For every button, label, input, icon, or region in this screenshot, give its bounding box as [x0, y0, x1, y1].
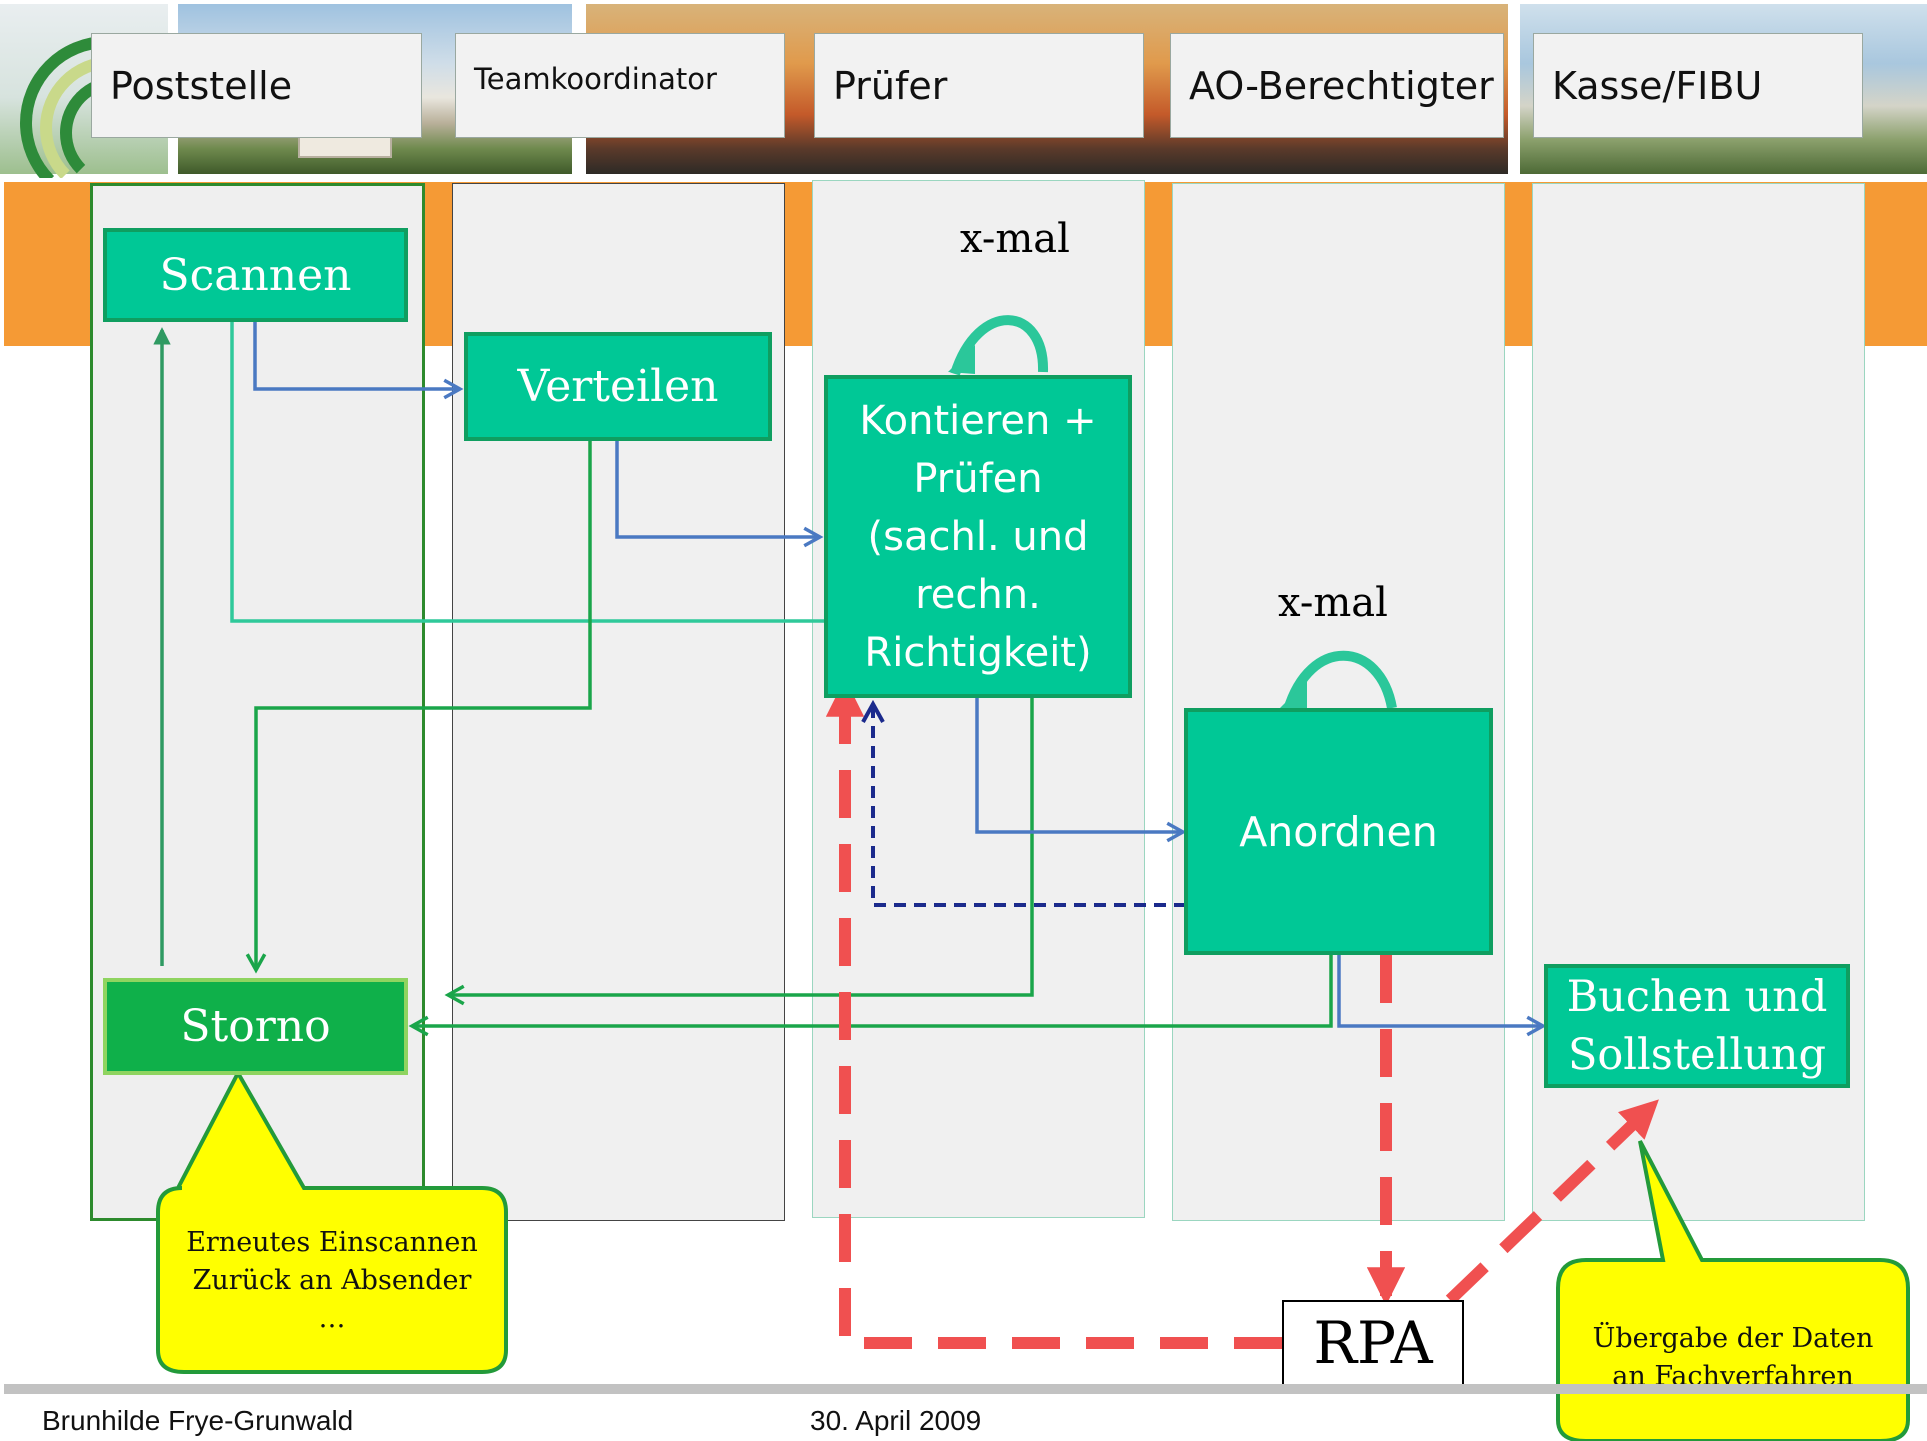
- flow-anordnen-kontieren-return: [873, 704, 1186, 907]
- flow-scannen-kontieren: [230, 322, 826, 623]
- footer-date: 30. April 2009: [810, 1405, 982, 1436]
- flow-kontieren-anordnen: [975, 698, 1183, 832]
- footer-divider: [4, 1384, 1927, 1394]
- callout-buchen-balloon: [1556, 1140, 1910, 1441]
- callout-storno-text: Erneutes Einscannen Zurück an Absender …: [186, 1227, 478, 1334]
- flow-verteilen-storno: [256, 441, 592, 970]
- box-anordnen: Anordnen: [1184, 708, 1493, 955]
- box-storno: Storno: [103, 978, 408, 1075]
- callout-buchen-text: Übergabe der Daten an Fachverfahren: [1592, 1323, 1874, 1392]
- role-teamkoordinator: Teamkoordinator: [455, 33, 785, 138]
- flow-anordnen-storno: [412, 955, 1333, 1026]
- flow-anordnen-buchen: [1337, 955, 1543, 1026]
- flow-kontieren-storno: [448, 698, 1034, 995]
- box-kontieren-pruefen: Kontieren + Prüfen (sachl. und rechn. Ri…: [824, 375, 1132, 698]
- role-pruefer: Prüfer: [814, 33, 1144, 138]
- footer-author: Brunhilde Frye-Grunwald: [42, 1405, 354, 1436]
- header-banner: Poststelle Teamkoordinator Prüfer AO-Ber…: [0, 0, 1927, 178]
- flow-scannen-verteilen: [253, 322, 460, 389]
- role-poststelle: Poststelle: [91, 33, 422, 138]
- loop-arrow-pruefer-head-icon: [948, 345, 975, 374]
- box-verteilen: Verteilen: [464, 332, 772, 441]
- role-ao-berechtigter: AO-Berechtigter: [1170, 33, 1504, 138]
- loop-label-ao: x-mal: [1278, 580, 1388, 626]
- callout-storno-balloon: [156, 1068, 508, 1374]
- box-rpa: RPA: [1282, 1300, 1464, 1386]
- box-scannen: Scannen: [103, 228, 408, 322]
- role-kasse-fibu: Kasse/FIBU: [1533, 33, 1863, 138]
- loop-arrow-ao-icon: [1283, 650, 1397, 712]
- loop-label-pruefer: x-mal: [960, 216, 1070, 262]
- loop-arrow-pruefer-icon: [950, 315, 1049, 376]
- lane-ao-berechtigter: [1172, 183, 1505, 1221]
- loop-arrow-ao-head-icon: [1280, 681, 1307, 710]
- flow-verteilen-kontieren: [615, 441, 820, 537]
- box-buchen-sollstellung: Buchen und Sollstellung: [1544, 964, 1850, 1088]
- flow-rpa-buchen: [1445, 1099, 1659, 1305]
